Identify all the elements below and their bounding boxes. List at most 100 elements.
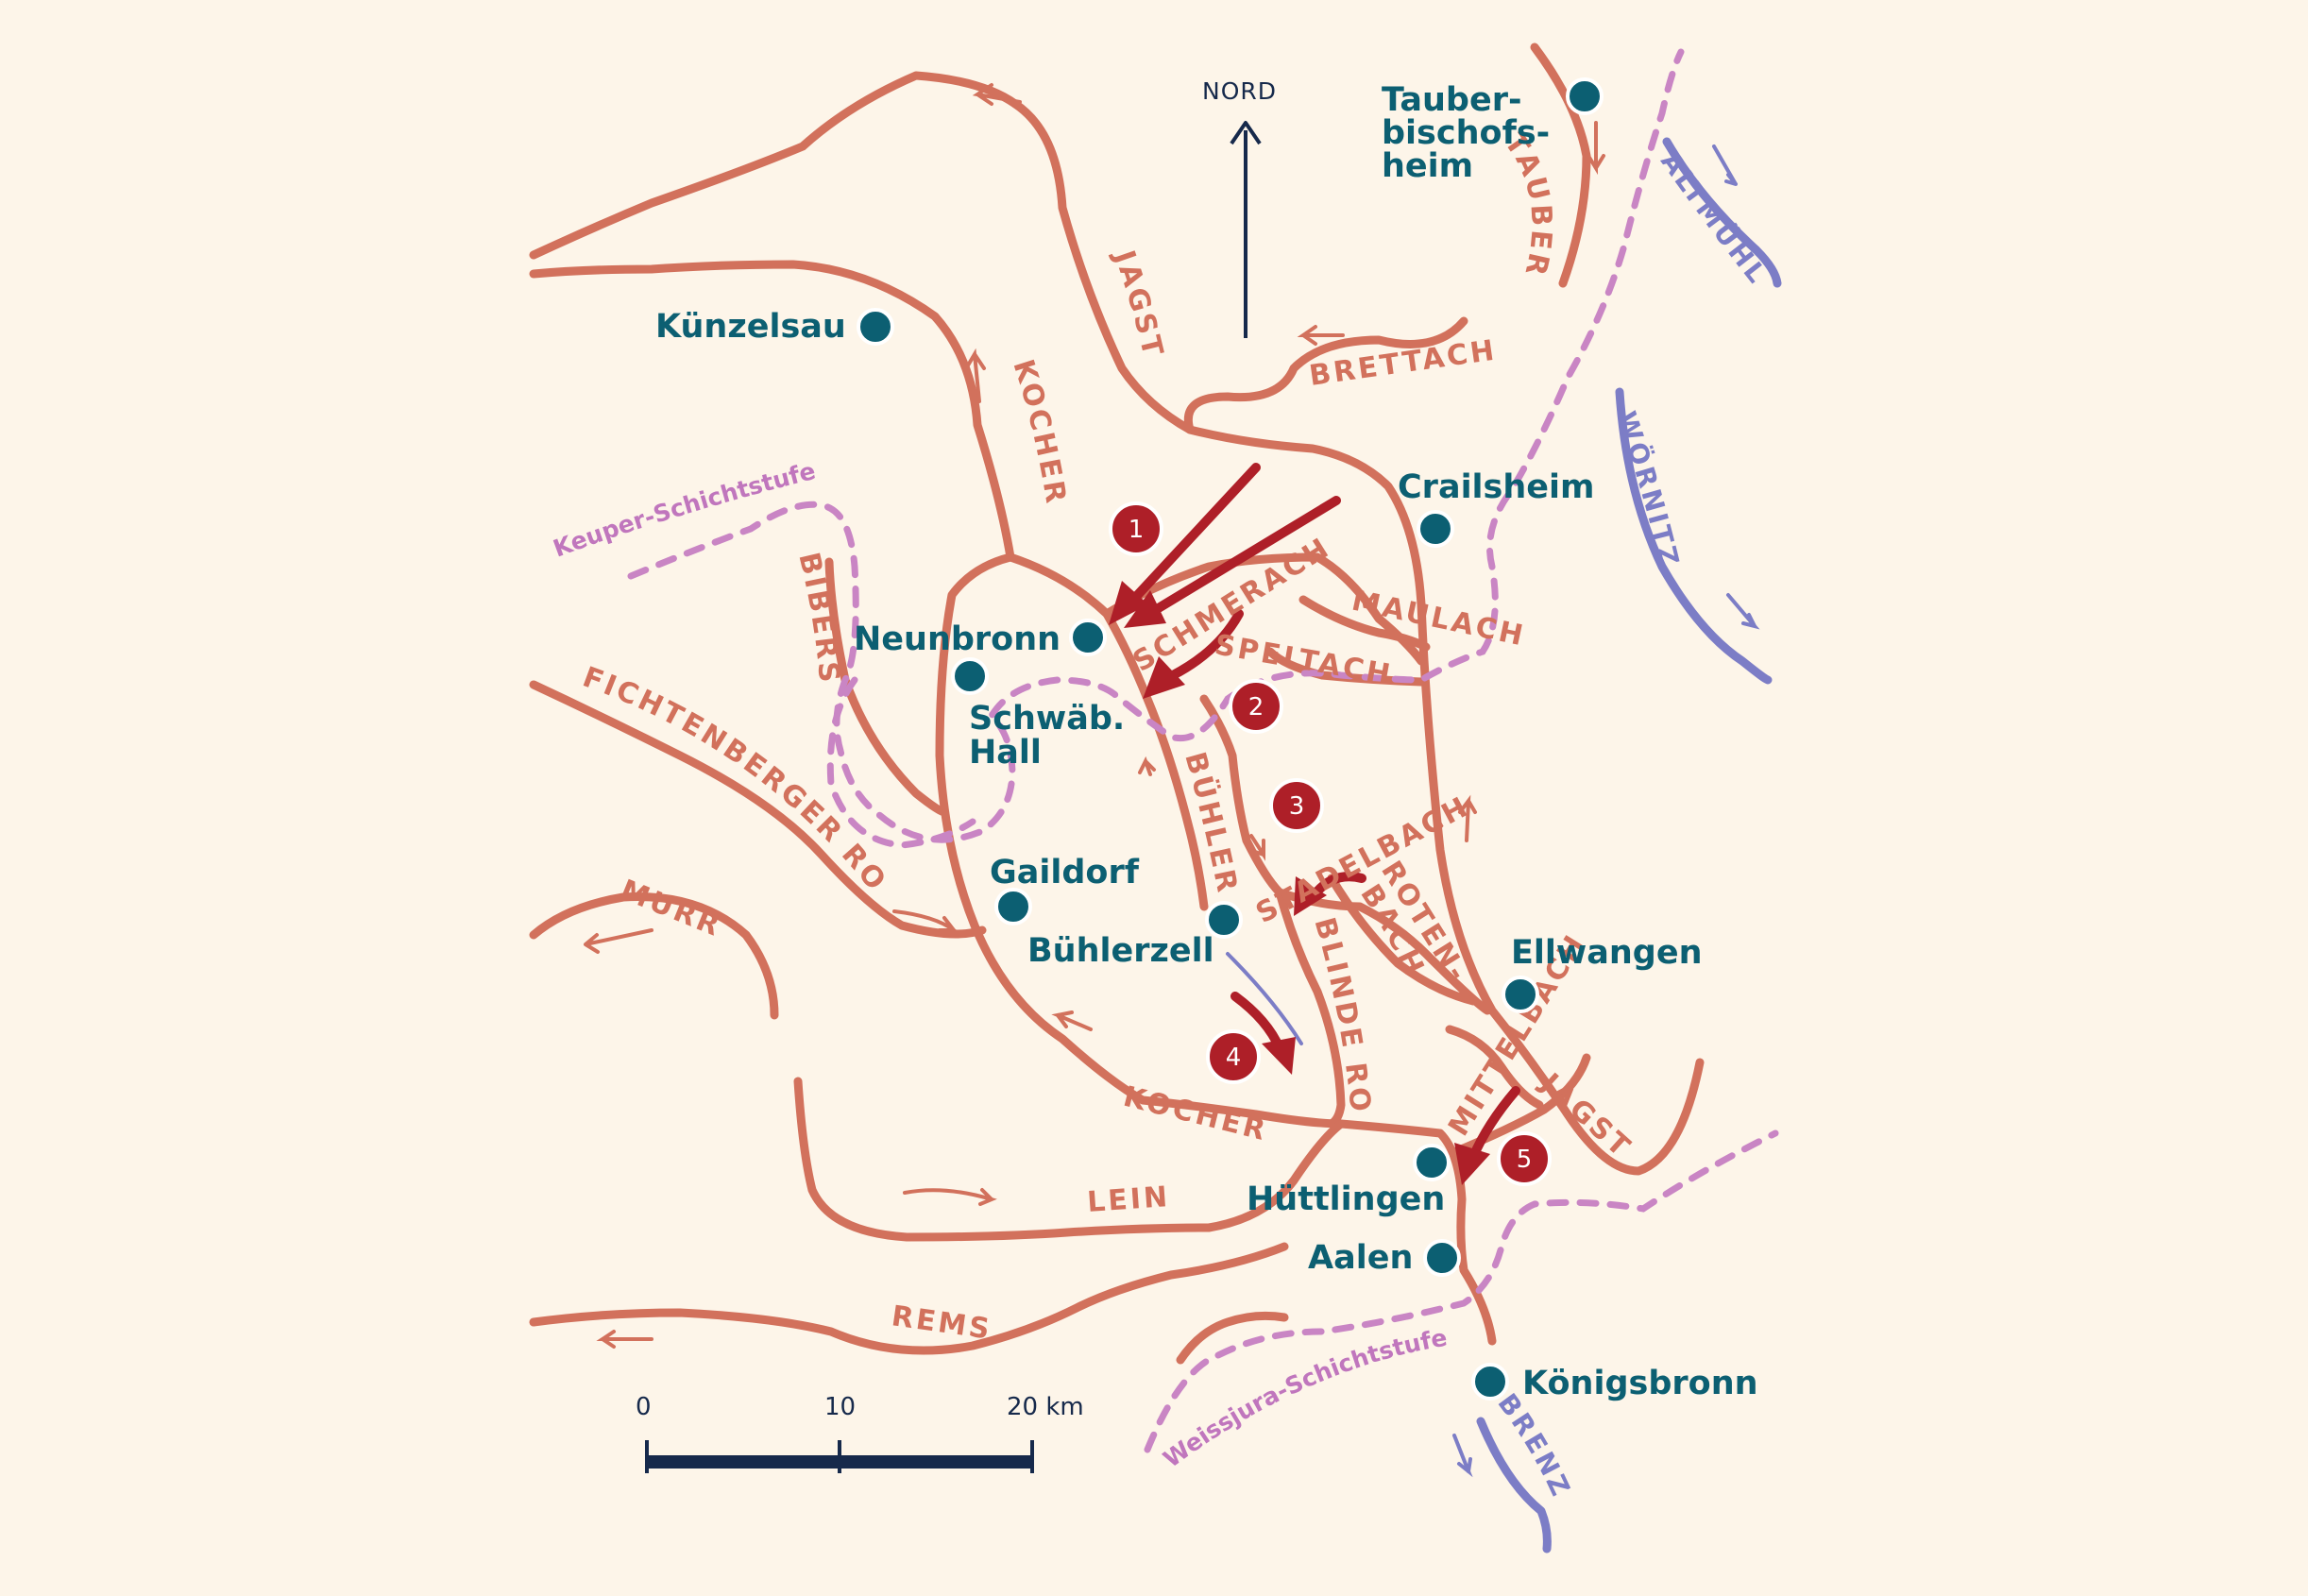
scale-bar: 0 10 20 km bbox=[636, 1393, 1084, 1473]
label-kocher-north: KOCHER bbox=[1006, 356, 1072, 508]
town-markers bbox=[857, 77, 1604, 1401]
jagst-river bbox=[1010, 99, 1705, 1176]
town-labels: Tauber- bischofs- heim Künzelsau Crailsh… bbox=[655, 81, 1758, 1402]
scale-label-20: 20 km bbox=[1007, 1393, 1084, 1421]
town-marker-buehlerzell bbox=[1205, 901, 1243, 939]
label-brenz: BRENZ bbox=[1491, 1387, 1577, 1503]
scale-label-10: 10 bbox=[824, 1393, 856, 1421]
label-weissjura-schichtstufe: Weissjura-Schichtstufe bbox=[1159, 1324, 1450, 1473]
town-label-huettlingen: Hüttlingen bbox=[1247, 1180, 1445, 1218]
town-label-schwaebisch-2: Hall bbox=[969, 734, 1042, 772]
woernitz-river bbox=[1615, 387, 1773, 685]
town-label-koenigsbronn: Königsbronn bbox=[1522, 1365, 1758, 1402]
fichtenberger-rot-river bbox=[529, 680, 987, 939]
town-label-neunbronn: Neunbronn bbox=[854, 620, 1061, 658]
capture-arrow-1a-head bbox=[1109, 581, 1148, 625]
label-keuper-schichtstufe: Keuper-Schichtstufe bbox=[550, 457, 818, 563]
capture-arrow-5-head bbox=[1454, 1143, 1490, 1185]
capture-arrow-2 bbox=[1168, 609, 1244, 680]
town-marker-kuenzelsau bbox=[857, 308, 894, 346]
label-speltach: SPELTACH bbox=[1213, 628, 1396, 692]
kocher-west-upper bbox=[529, 71, 1020, 260]
stadelbach-river bbox=[1275, 888, 1492, 1015]
capture-arrow-1a bbox=[1129, 463, 1261, 604]
label-kocher-south: KOCHER bbox=[1120, 1080, 1271, 1148]
label-jagst-north: JAGST bbox=[1107, 245, 1170, 362]
label-lein: LEIN bbox=[1086, 1180, 1171, 1219]
town-marker-ellwangen bbox=[1502, 976, 1539, 1013]
capture-arrow-4-head bbox=[1262, 1037, 1296, 1075]
capture-badge-3-number: 3 bbox=[1289, 792, 1305, 821]
town-marker-huettlingen bbox=[1413, 1144, 1451, 1181]
town-label-tauberbischofsheim-2: bischofs- bbox=[1382, 114, 1550, 152]
label-altmuehl: ALTMÜHL bbox=[1655, 146, 1773, 291]
danube-rivers bbox=[1226, 137, 1782, 1554]
brettach-river bbox=[1184, 316, 1468, 434]
capture-badge-1-number: 1 bbox=[1129, 516, 1145, 544]
town-label-aalen: Aalen bbox=[1308, 1239, 1413, 1277]
capture-arrow-1b-head bbox=[1124, 590, 1166, 628]
north-arrow: NORD bbox=[1202, 77, 1277, 338]
north-arrow-head bbox=[1230, 121, 1262, 145]
town-label-crailsheim: Crailsheim bbox=[1398, 468, 1595, 506]
capture-badge-5-number: 5 bbox=[1517, 1146, 1533, 1174]
town-marker-tauberbischofsheim bbox=[1566, 77, 1604, 115]
town-label-schwaebisch-1: Schwäb. bbox=[969, 700, 1125, 738]
lein-river bbox=[793, 1077, 1346, 1242]
town-marker-schwaebisch-hall bbox=[951, 657, 989, 695]
label-fichtenberger-rot: FICHTENBERGER ROT bbox=[0, 0, 893, 899]
kocher-river bbox=[935, 552, 1497, 1346]
town-marker-crailsheim bbox=[1417, 510, 1454, 548]
label-rems: REMS bbox=[890, 1299, 994, 1347]
rems-river bbox=[529, 1242, 1289, 1355]
maulach-river bbox=[1298, 595, 1431, 652]
capture-badge-2 bbox=[1229, 679, 1283, 734]
altmuehl-river bbox=[1662, 137, 1782, 288]
buehlerzell-stream bbox=[1226, 952, 1303, 1045]
capture-arrow-2-head bbox=[1143, 656, 1185, 699]
north-label: NORD bbox=[1202, 77, 1277, 105]
keuper-escarpment bbox=[627, 48, 1685, 843]
town-marker-gaildorf bbox=[994, 888, 1032, 925]
label-maulach: MAULACH bbox=[1349, 585, 1528, 654]
scale-label-0: 0 bbox=[636, 1393, 652, 1421]
buehler-river bbox=[1199, 694, 1284, 897]
label-woernitz: WÖRNITZ bbox=[1610, 408, 1686, 572]
town-label-tauberbischofsheim-1: Tauber- bbox=[1382, 81, 1521, 119]
label-bibers: BIBERS bbox=[791, 550, 845, 687]
rotenbach-river bbox=[1327, 874, 1478, 1006]
capture-badge-4-number: 4 bbox=[1226, 1044, 1242, 1072]
remstal-branch bbox=[1176, 1311, 1289, 1365]
capture-badge-5 bbox=[1497, 1131, 1552, 1186]
blinde-rot-river bbox=[1275, 888, 1346, 1129]
town-label-ellwangen: Ellwangen bbox=[1511, 934, 1702, 972]
ellwangen-branch bbox=[1445, 1025, 1544, 1110]
town-marker-aalen bbox=[1423, 1239, 1461, 1277]
neunbronn-branch bbox=[1006, 552, 1209, 911]
escarpments bbox=[627, 48, 1779, 1453]
schmerach-river bbox=[1102, 552, 1426, 666]
kocher-west-mid bbox=[529, 260, 1015, 562]
capture-arrow-3-head bbox=[1294, 876, 1327, 916]
brenz-river bbox=[1476, 1417, 1552, 1554]
capture-badges: 1 2 3 4 5 bbox=[1109, 501, 1552, 1186]
capture-badge-4 bbox=[1206, 1029, 1261, 1084]
capture-badge-1 bbox=[1109, 501, 1163, 556]
capture-arrows bbox=[1109, 463, 1520, 1185]
river-labels: TAUBER ALTMÜHL WÖRNITZ JAGST KOCHER BIBE… bbox=[0, 0, 1773, 1503]
flow-arrows bbox=[584, 83, 1760, 1478]
town-marker-koenigsbronn bbox=[1471, 1363, 1509, 1401]
town-label-tauberbischofsheim-3: heim bbox=[1382, 147, 1473, 185]
capture-arrow-1b bbox=[1152, 496, 1341, 614]
capture-badge-3 bbox=[1269, 778, 1324, 833]
bibers-river bbox=[824, 557, 949, 817]
weissjura-escarpment bbox=[1144, 1129, 1779, 1453]
town-marker-neunbronn bbox=[1069, 619, 1107, 656]
capture-badge-2-number: 2 bbox=[1248, 693, 1264, 722]
keuper-west-loop bbox=[826, 676, 976, 849]
town-label-gaildorf: Gaildorf bbox=[990, 854, 1140, 891]
murr-river bbox=[529, 892, 779, 1020]
town-label-kuenzelsau: Künzelsau bbox=[655, 308, 846, 346]
town-label-buehlerzell: Bühlerzell bbox=[1027, 932, 1214, 970]
